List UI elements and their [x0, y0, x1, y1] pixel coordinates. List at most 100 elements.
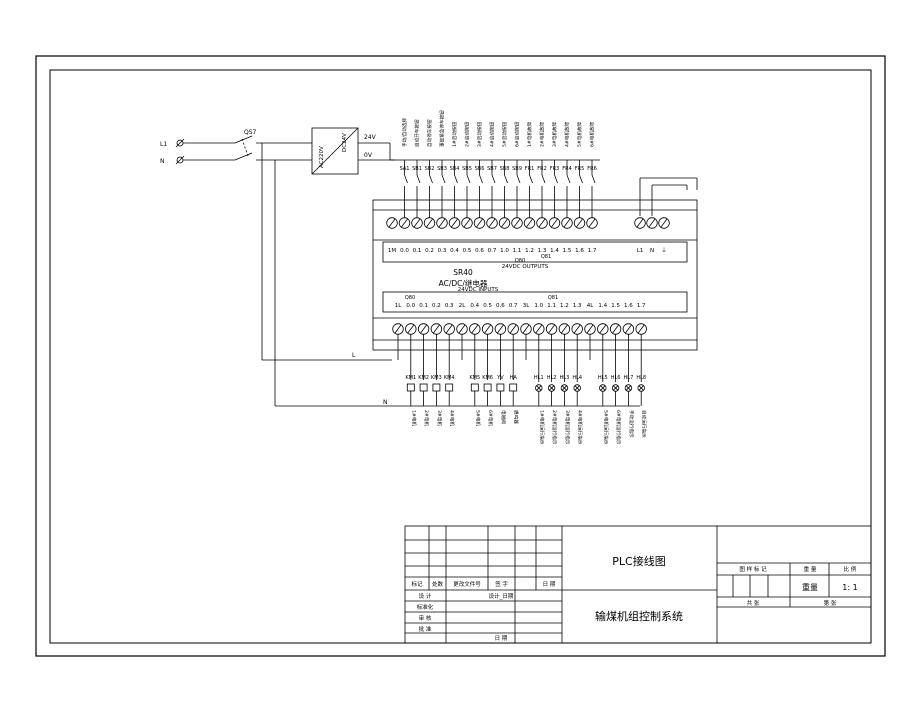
- rev-header: 日 期: [543, 581, 556, 588]
- inner-border: [49, 69, 872, 644]
- coil-desc: 6#电机: [487, 410, 494, 426]
- plc-output-terminal: [448, 217, 461, 229]
- weight-value: 重量: [802, 582, 818, 592]
- input-desc: 6#电机故障: [589, 121, 596, 147]
- lamp-desc: 自动运行指示: [641, 410, 648, 438]
- input-desc: 3#电机故障: [551, 121, 558, 147]
- plc-output-terminal: [386, 217, 398, 229]
- plc-power-wiring: [639, 177, 698, 216]
- lamp-desc: 2#电机运行指示: [551, 410, 558, 445]
- coil-symbol: [445, 383, 454, 392]
- project-title: 输煤机组控制系统: [595, 609, 683, 623]
- input-desc: 2#电机故障: [539, 121, 546, 147]
- rev-header: 处数: [432, 580, 444, 588]
- top-caption: 24VDC OUTPUTS: [502, 264, 549, 270]
- plc-input-terminal-label: 0.1: [419, 303, 428, 309]
- input-desc: 4#电机故障: [564, 121, 571, 147]
- bus-n-label: N: [383, 399, 388, 406]
- psu-in-label: AC220V: [319, 146, 325, 168]
- plc-input-terminal-label: 3L: [523, 303, 530, 309]
- title-block: [404, 525, 872, 644]
- plc-output-terminal-label: 0.7: [488, 248, 497, 254]
- coil-desc: 4#电机: [449, 410, 456, 426]
- plc-output-terminal: [461, 217, 473, 229]
- input-devices: 手动/自动选择SA1自动开车按钮SB1自动停车按钮SB2事故紧急停车按钮SB31…: [395, 110, 600, 218]
- plc-output-terminal-label: 0.4: [450, 248, 459, 254]
- lamp-tag: HL7: [624, 375, 634, 381]
- input-desc: 1#启动按钮: [451, 121, 458, 147]
- plc-output-terminal-label: 1.3: [538, 248, 547, 254]
- input-desc: 自动停车按钮: [426, 119, 433, 147]
- bottom-group-right: Q81: [548, 295, 558, 301]
- output-devices: KM11#电机KM22#电机KM33#电机KM44#电机KM55#电机KM66#…: [397, 334, 648, 445]
- plc-output-terminal-label: 0.6: [475, 248, 484, 254]
- plc-output-terminal: [511, 217, 523, 229]
- input-desc: 5#电机故障: [576, 121, 583, 147]
- lamp-tag: HL2: [547, 375, 557, 381]
- plc-power-terminal-label: ⏚: [661, 247, 667, 254]
- date-label: 日 期: [495, 635, 508, 642]
- coil-desc: 3#电机: [436, 410, 443, 426]
- coil-tag: HA: [510, 375, 518, 381]
- coil-tag: KM2: [418, 375, 429, 381]
- lamp-desc: 3#电机运行指示: [564, 410, 571, 445]
- plc-output-terminal-label: 0.1: [413, 248, 422, 254]
- plc-input-terminal-label: 2L: [459, 303, 466, 309]
- drawing-title: PLC接线图: [612, 554, 665, 568]
- lamp-tag: HL4: [572, 375, 582, 381]
- coil-tag: YV: [496, 375, 504, 381]
- input-desc: 4#启动按钮: [489, 121, 496, 147]
- coil-desc: 蜂鸣器: [513, 410, 520, 424]
- plc-output-terminal-label: 0.3: [438, 248, 447, 254]
- n-label: N: [160, 158, 165, 165]
- plc-output-terminal-label: 1.6: [575, 248, 584, 254]
- plc-output-terminal: [498, 217, 511, 229]
- sheet-number: 第 张: [824, 599, 837, 607]
- coil-symbol: [406, 383, 415, 392]
- plc-input-terminal-label: 1.5: [611, 303, 620, 309]
- top-group-left: Q80: [515, 258, 525, 264]
- lamp-tag: HL8: [636, 375, 646, 381]
- lamp-tag: HL1: [534, 375, 544, 381]
- lamp-desc: 手动运行指示: [628, 410, 635, 438]
- plc-input-terminal-label: 1L: [395, 303, 402, 309]
- plc-output-terminal: [586, 217, 598, 229]
- plc-output-terminal: [473, 217, 486, 229]
- switch-label: QS7: [244, 129, 257, 136]
- input-desc: 自动开车按钮: [414, 119, 421, 147]
- input-desc: 2#启动按钮: [464, 121, 471, 147]
- rev-header: 更改文件号: [453, 580, 481, 588]
- rev-header: 标记: [411, 580, 423, 588]
- coil-desc: 2#电机: [423, 410, 430, 426]
- plc-output-terminal-label: 0.5: [463, 248, 472, 254]
- outer-border: [35, 55, 886, 657]
- coil-desc: 5#电机: [474, 410, 481, 426]
- l1-label: L1: [160, 141, 167, 148]
- plc-output-terminal-label: 1.2: [525, 248, 534, 254]
- coil-tag: KM6: [482, 375, 493, 381]
- plc-power-terminal: [646, 217, 658, 229]
- input-desc: 1#电机故障: [526, 121, 533, 147]
- standard-label: 标准化: [417, 603, 434, 611]
- input-desc: 5#启动按钮: [501, 121, 508, 147]
- input-desc: 6#启动按钮: [514, 121, 521, 147]
- plc-input-terminal-label: 0.0: [406, 303, 415, 309]
- plc-input-terminal-label: 0.3: [445, 303, 454, 309]
- bus-l-label: L: [352, 352, 356, 359]
- coil-symbol: [470, 383, 479, 392]
- psu-out-label: DC24V: [342, 133, 348, 152]
- coil-tag: KM1: [405, 375, 416, 381]
- plc-input-terminal-label: 1.6: [624, 303, 633, 309]
- plc-input-terminal-label: 1.4: [598, 303, 607, 309]
- plc-input-terminal-label: 1.7: [637, 303, 646, 309]
- lamp-tag: HL6: [611, 375, 621, 381]
- coil-symbol: [509, 383, 518, 392]
- plc-input-terminal-label: 0.5: [483, 303, 492, 309]
- plc-output-terminal-label: 1.0: [500, 248, 509, 254]
- design-label: 设 计: [419, 592, 432, 600]
- plc-output-terminal: [411, 217, 423, 229]
- plc-input-terminal-label: 1.3: [573, 303, 582, 309]
- lamp-desc: 4#电机运行指示: [577, 410, 584, 445]
- plc-output-terminal-label: 0.2: [425, 248, 434, 254]
